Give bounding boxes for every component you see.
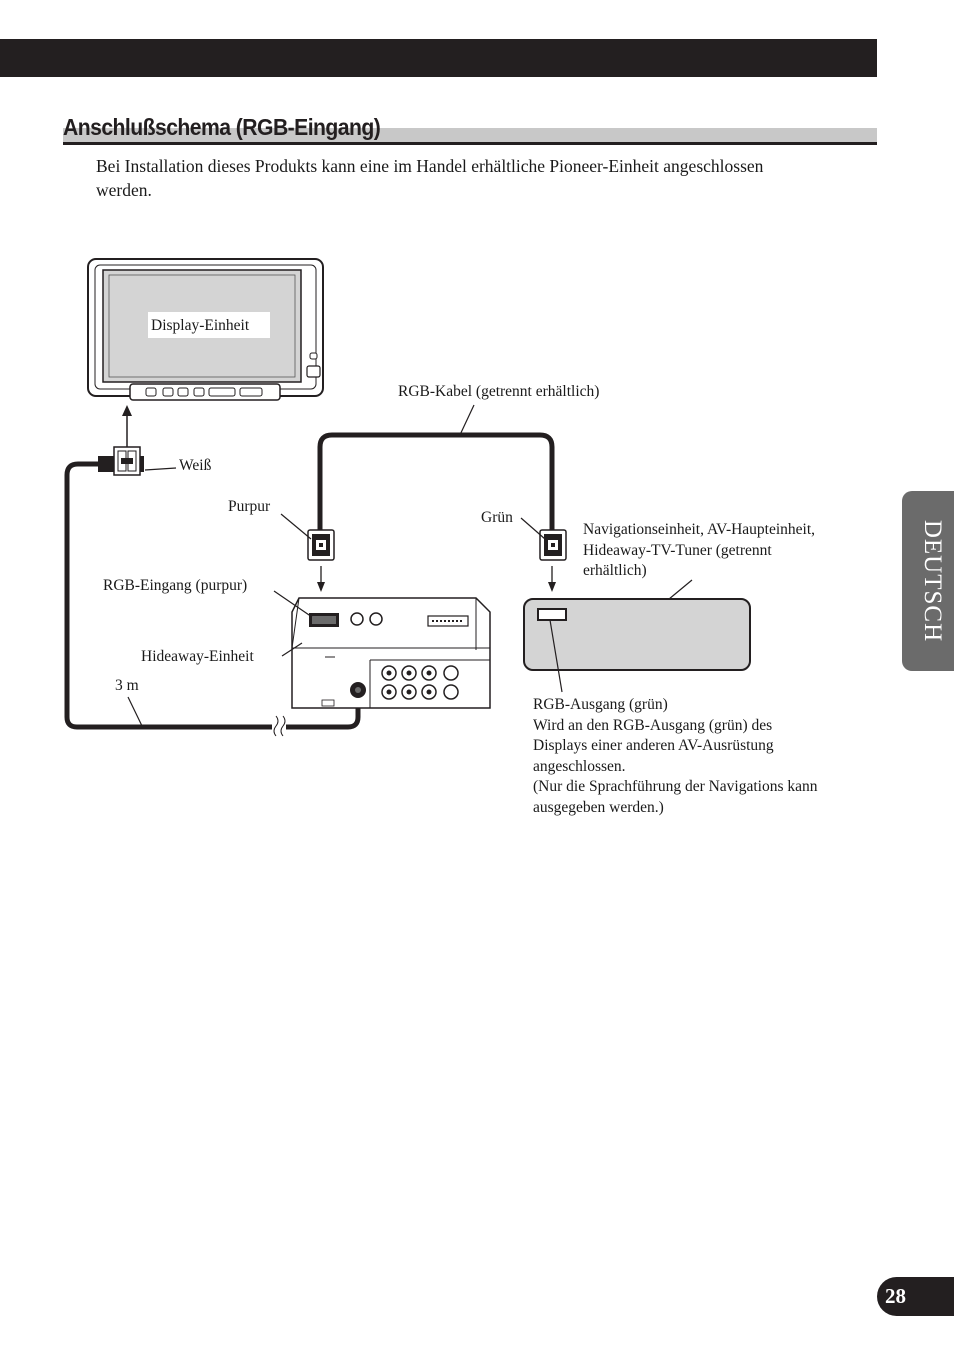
purple-label: Purpur xyxy=(228,498,271,515)
cable-length-label: 3 m xyxy=(115,677,139,694)
rgb-output-line-5: (Nur die Sprachführung der Navigations k… xyxy=(533,778,818,795)
page-number-badge: 28 xyxy=(877,1277,954,1316)
rgb-output-line-4: angeschlossen. xyxy=(533,758,626,775)
white-label: Weiß xyxy=(179,457,212,474)
section-heading: Anschlußschema (RGB-Eingang) xyxy=(63,112,877,148)
display-unit xyxy=(87,258,324,401)
white-connector xyxy=(98,446,144,476)
nav-unit-label-line-1: Navigationseinheit, AV-Haupteinheit, xyxy=(583,521,815,538)
header-bar xyxy=(0,39,877,77)
page-number: 28 xyxy=(885,1284,906,1308)
navigation-unit xyxy=(523,598,751,671)
green-connector xyxy=(539,529,567,561)
language-tab: DEUTSCH xyxy=(902,491,954,671)
intro-paragraph: Bei Installation dieses Produkts kann ei… xyxy=(96,156,764,200)
hideaway-unit-label: Hideaway-Einheit xyxy=(141,648,254,665)
heading-rule-light xyxy=(63,128,877,142)
green-leader xyxy=(520,517,546,540)
rgb-cable xyxy=(317,432,555,533)
hideaway-unit xyxy=(291,597,491,709)
nav-unit-label-line-2: Hideaway-TV-Tuner (getrennt xyxy=(583,542,772,559)
cable-break xyxy=(272,715,286,739)
arrow-to-hideaway xyxy=(317,566,325,592)
rgb-input-label: RGB-Eingang (purpur) xyxy=(103,577,247,594)
purple-connector xyxy=(307,529,335,561)
rgb-cable-leader xyxy=(458,404,475,438)
language-tab-label: DEUTSCH xyxy=(919,519,946,643)
green-label: Grün xyxy=(481,509,513,526)
rgb-output-line-3: Displays einer anderen AV-Ausrüstung xyxy=(533,737,774,754)
purple-leader xyxy=(280,513,312,540)
length-leader xyxy=(127,696,144,729)
white-leader xyxy=(144,467,177,471)
rgb-output-line-1: RGB-Ausgang (grün) xyxy=(533,696,668,713)
nav-unit-label-line-3: erhältlich) xyxy=(583,562,647,579)
rgb-input-leader xyxy=(273,590,313,618)
extension-cable xyxy=(64,461,361,730)
heading-rule-dark xyxy=(63,142,877,145)
rgb-output-leader xyxy=(549,619,563,693)
arrow-to-nav-unit xyxy=(548,566,556,592)
rgb-cable-label: RGB-Kabel (getrennt erhältlich) xyxy=(398,383,599,400)
rgb-output-line-2: Wird an den RGB-Ausgang (grün) des xyxy=(533,717,772,734)
rgb-output-line-6: ausgegeben werden.) xyxy=(533,799,664,816)
display-unit-label: Display-Einheit xyxy=(151,317,250,334)
cable-break-mark xyxy=(273,715,286,737)
page-title: Anschlußschema (RGB-Eingang) xyxy=(63,114,381,140)
hideaway-leader xyxy=(281,642,303,657)
arrow-to-display xyxy=(122,405,132,448)
